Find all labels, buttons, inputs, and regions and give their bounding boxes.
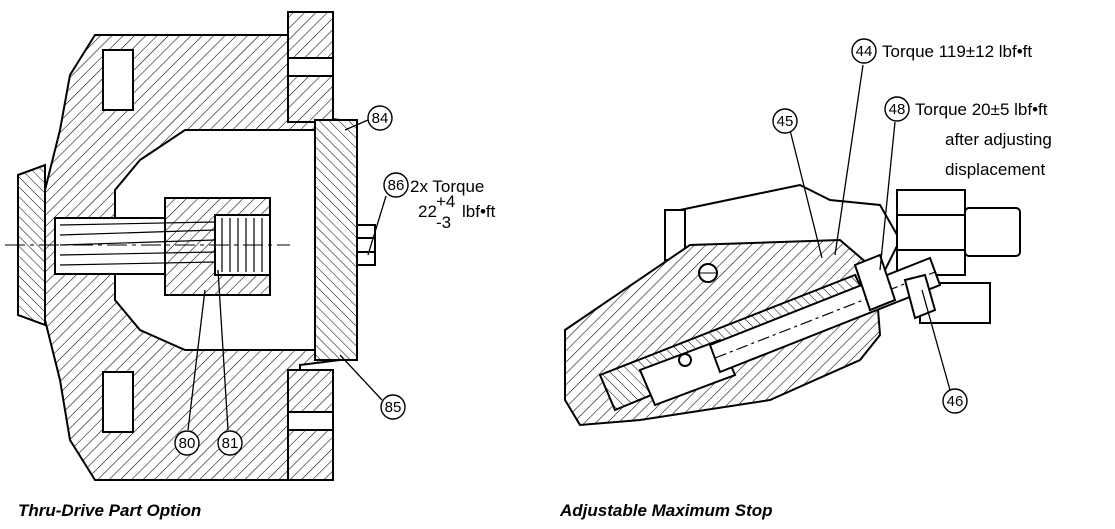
note-48-line3: displacement <box>945 160 1045 179</box>
note-48-line1: Torque 20±5 lbf•ft <box>915 100 1048 119</box>
callouts-left <box>174 105 409 456</box>
callout-45: 45 <box>777 113 794 130</box>
callout-80-circle <box>174 430 200 456</box>
callout-81: 81 <box>222 435 239 452</box>
callout-86: 86 <box>388 177 405 194</box>
callouts-right <box>772 38 968 414</box>
note-86-unit: lbf•ft <box>462 202 496 221</box>
caption-adjustable-stop: Adjustable Maximum Stop <box>559 501 773 520</box>
callout-86-circle <box>383 172 409 198</box>
note-86-prefix: 2x Torque <box>410 177 484 196</box>
callout-84: 84 <box>372 110 389 127</box>
cover-plate <box>314 119 358 361</box>
callout-81-circle <box>217 430 243 456</box>
callout-46-circle <box>942 388 968 414</box>
note-86-base: 22 <box>418 202 437 221</box>
caption-thru-drive: Thru-Drive Part Option <box>18 501 201 520</box>
thru-drive-drawing <box>5 11 387 481</box>
callout-85: 85 <box>385 399 402 416</box>
callout-48: 48 <box>889 101 906 118</box>
note-86-sup: +4 <box>436 192 455 211</box>
callout-84-circle <box>367 105 393 131</box>
callout-48-circle <box>884 96 910 122</box>
callout-85-circle <box>380 394 406 420</box>
note-86-sub: -3 <box>436 213 451 232</box>
callout-44: 44 <box>856 43 873 60</box>
lock-nut <box>896 189 966 276</box>
callout-44-circle <box>851 38 877 64</box>
adjustable-stop-drawing <box>564 64 1021 427</box>
callout-46: 46 <box>947 393 964 410</box>
note-48-line2: after adjusting <box>945 130 1052 149</box>
bolt-head <box>356 224 376 266</box>
note-44: Torque 119±12 lbf•ft <box>882 42 1032 61</box>
callout-80: 80 <box>179 435 196 452</box>
callout-45-circle <box>772 108 798 134</box>
